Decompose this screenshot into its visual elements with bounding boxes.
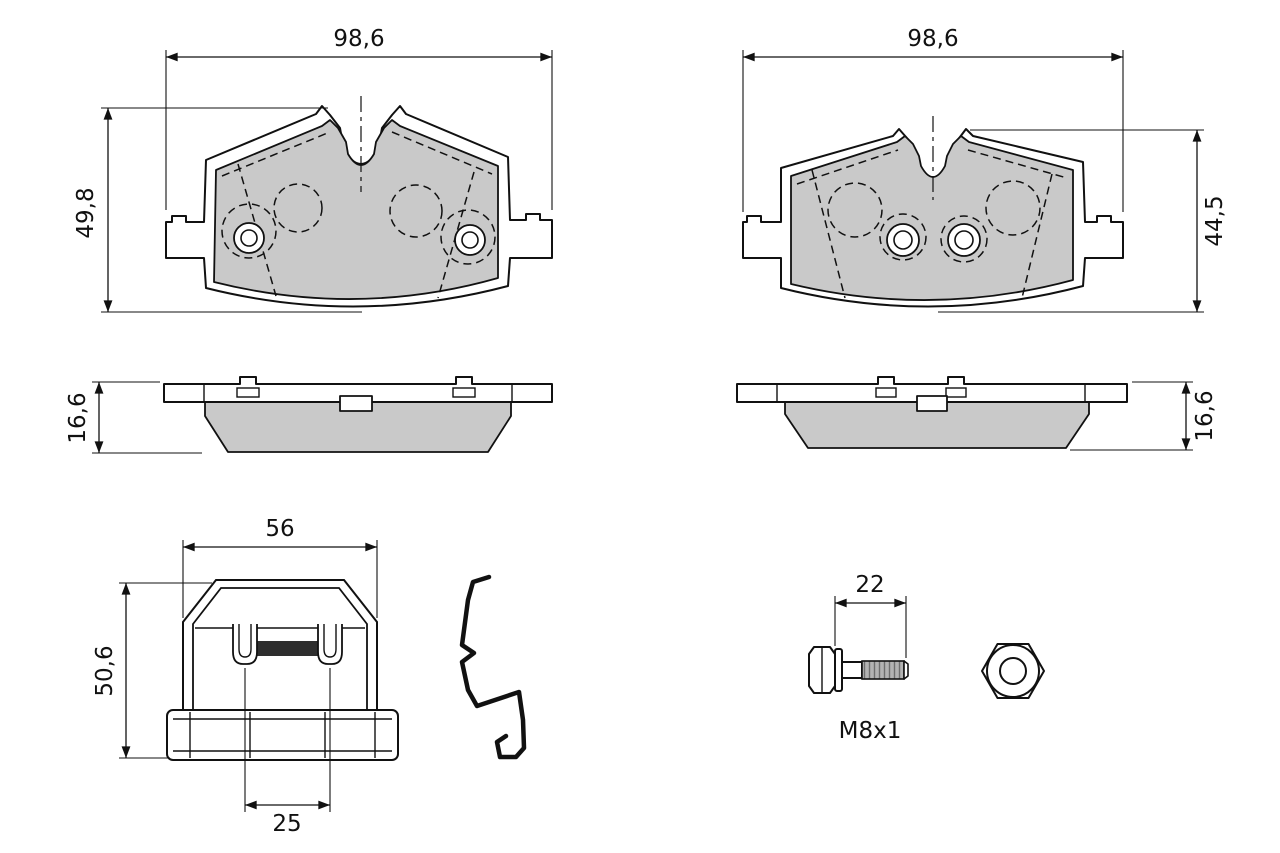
contact-contour-circle (879, 213, 927, 261)
bolt-thread-label: M8x1 (839, 718, 902, 744)
nut-view (981, 643, 1045, 699)
dim-pad-side-right-thickness: 16,6 (1070, 381, 1218, 451)
dimension-label: 98,6 (907, 26, 958, 52)
hole-circle-outer (886, 223, 920, 257)
edge-line-left (796, 149, 899, 185)
clip-base-rail (166, 709, 399, 761)
dimension-label: 98,6 (333, 26, 384, 52)
clip-dark-slot (252, 641, 323, 656)
wire-spring-clip-view (459, 574, 527, 760)
tab-mark (236, 387, 260, 398)
dim-pad-front-left-width: 98,6 (165, 26, 553, 210)
friction-material-surface (213, 119, 499, 300)
bolt-tip-chamfer (903, 660, 909, 680)
hole-circle-inner (461, 231, 479, 249)
hole-circle-outer (233, 222, 265, 254)
backing-plate-strip (163, 376, 553, 403)
retainer-clip-view (166, 579, 399, 761)
bolt-thread (861, 660, 905, 680)
bolt-flange (834, 648, 843, 692)
tab-mark (875, 387, 897, 398)
tab-mark (945, 387, 967, 398)
hole-circle-inner (954, 230, 974, 250)
edge-line-left (221, 131, 331, 177)
dimension-label: 50,6 (92, 645, 118, 696)
center-notch-tab (916, 395, 948, 412)
clip-channel-left (232, 624, 258, 665)
contact-contour-circle (221, 203, 277, 259)
center-notch-tab (339, 395, 373, 412)
hole-circle-outer (454, 224, 486, 256)
contact-contour-circle (985, 180, 1041, 236)
edge-line-right (391, 131, 493, 175)
pad-side-right-view (736, 376, 1128, 449)
bolt-shank (841, 661, 863, 679)
dimension-label: 49,8 (73, 187, 99, 238)
dim-pad-front-right-height: 44,5 (938, 129, 1228, 313)
wire-spring-clip (459, 574, 527, 760)
hole-circle-outer (947, 223, 981, 257)
clip-channel-right-inner (323, 624, 337, 658)
contact-contour-circle (827, 182, 883, 238)
nut-chamfer-circle (986, 644, 1040, 698)
chamfer-line-left (811, 169, 846, 299)
dim-pad-front-left-height: 49,8 (73, 107, 362, 313)
nut-bore-circle (999, 657, 1027, 685)
backing-plate-strip (736, 376, 1128, 403)
contact-contour-circle (273, 183, 323, 233)
clip-channel-left-inner (238, 624, 252, 658)
clip-inner-profile (192, 587, 368, 710)
dimension-label: 25 (272, 811, 301, 837)
dim-clip-slot-spacing: 25 (244, 668, 331, 837)
pad-side-left-view (163, 376, 553, 453)
hole-circle-inner (240, 229, 258, 247)
dim-clip-height: 50,6 (92, 582, 212, 759)
clip-channel-right (317, 624, 343, 665)
dimension-label: 44,5 (1202, 195, 1228, 246)
dimension-label: 16,6 (65, 392, 91, 443)
friction-material-surface (790, 135, 1074, 301)
dim-pad-front-right-width: 98,6 (742, 26, 1124, 212)
pad-front-left-view (165, 96, 553, 308)
bolt-view (808, 646, 909, 694)
dim-clip-width: 56 (182, 516, 378, 618)
nut-hexagon (981, 643, 1045, 699)
dim-pad-side-left-thickness: 16,6 (65, 381, 202, 454)
contact-contour-circle (440, 209, 496, 265)
contact-contour-circle (389, 184, 443, 238)
contact-contour-circle (940, 215, 988, 263)
clip-outer-profile (182, 579, 378, 710)
dimension-label: 56 (265, 516, 294, 542)
chamfer-line-right (1021, 173, 1053, 299)
edge-line-right (967, 149, 1068, 179)
hole-circle-inner (893, 230, 913, 250)
tab-mark (452, 387, 476, 398)
dim-bolt-length: 22 (834, 572, 907, 658)
dimension-label: 16,6 (1192, 390, 1218, 441)
dimension-label: 22 (855, 572, 884, 598)
pad-front-right-view (742, 116, 1124, 308)
